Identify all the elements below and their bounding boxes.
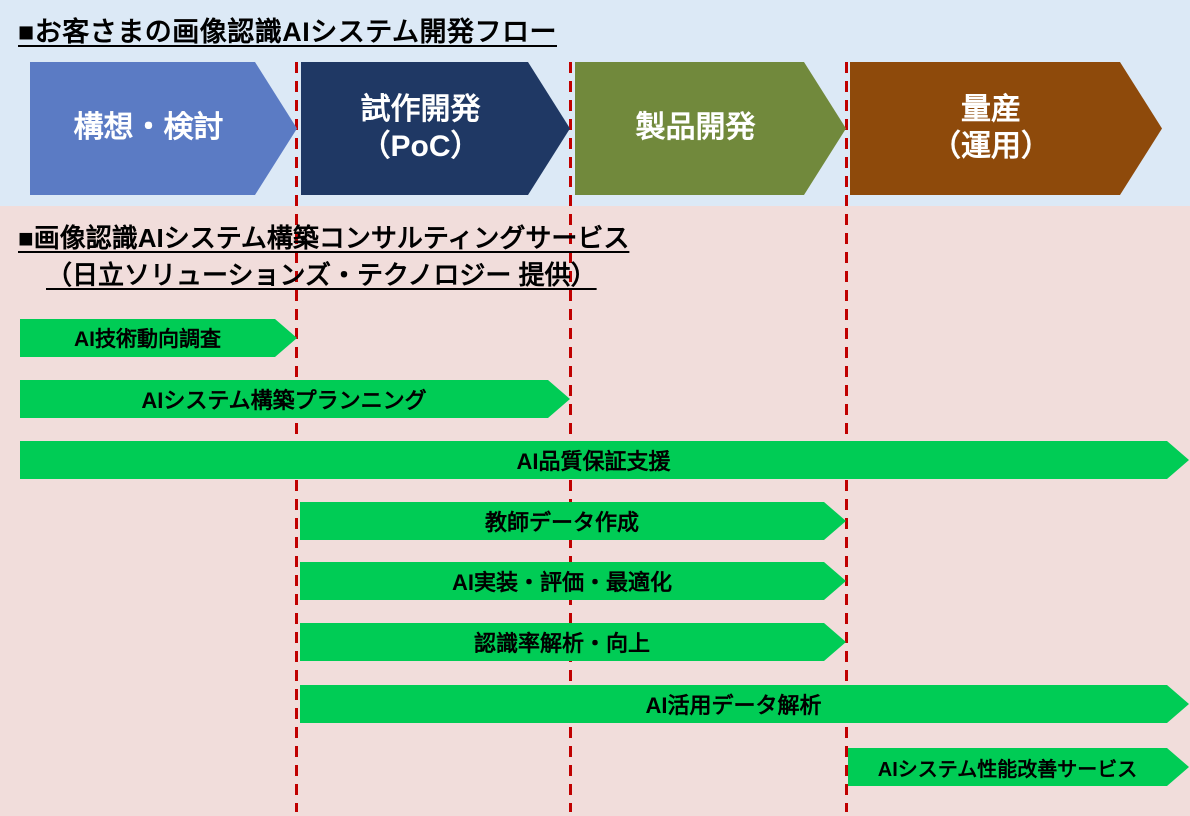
stage-divider-2	[569, 62, 572, 812]
stage-divider-1	[295, 62, 298, 812]
service-bar-training-data-creation: 教師データ作成	[300, 502, 846, 540]
services-section-title: ■画像認識AIシステム構築コンサルティングサービス	[18, 223, 630, 253]
service-bar-ai-system-performance-improvement: AIシステム性能改善サービス	[848, 748, 1189, 786]
service-bar-label: AIシステム性能改善サービス	[877, 758, 1138, 781]
stage-chevron-product-development: 製品開発	[575, 62, 846, 195]
service-bar-ai-trend-survey: AI技術動向調査	[20, 319, 297, 357]
stage-label-line: （運用）	[931, 129, 1051, 163]
stage-divider-3	[845, 62, 848, 812]
stage-label-line: （PoC）	[360, 129, 481, 163]
stage-label-line: 製品開発	[635, 111, 756, 145]
service-bar-label: AIシステム構築プランニング	[141, 388, 427, 413]
service-bar-label: AI活用データ解析	[645, 693, 822, 718]
service-bar-ai-system-planning: AIシステム構築プランニング	[20, 380, 570, 418]
stage-label-line: 試作開発	[360, 92, 481, 126]
service-bar-ai-quality-assurance: AI品質保証支援	[20, 441, 1189, 479]
service-bar-ai-implementation-evaluation: AI実装・評価・最適化	[300, 562, 846, 600]
service-bar-label: AI実装・評価・最適化	[451, 570, 672, 595]
service-bar-label: AI品質保証支援	[516, 449, 671, 474]
stage-chevron-poc: 試作開発 （PoC）	[301, 62, 570, 195]
stage-chevron-mass-production: 量産 （運用）	[850, 62, 1162, 195]
service-bar-label: AI技術動向調査	[74, 328, 221, 351]
service-bar-label: 認識率解析・向上	[473, 631, 650, 656]
service-bar-recognition-rate-analysis: 認識率解析・向上	[300, 623, 846, 661]
stage-label-line: 構想・検討	[73, 111, 224, 145]
stage-label-line: 量産	[961, 92, 1021, 126]
flow-section-title: ■お客さまの画像認識AIシステム開発フロー	[18, 17, 557, 47]
stage-chevron-concept: 構想・検討	[30, 62, 297, 195]
service-bar-ai-data-analysis: AI活用データ解析	[300, 685, 1189, 723]
services-section-subtitle: （日立ソリューションズ・テクノロジー 提供）	[46, 260, 597, 290]
service-bar-label: 教師データ作成	[484, 510, 639, 535]
